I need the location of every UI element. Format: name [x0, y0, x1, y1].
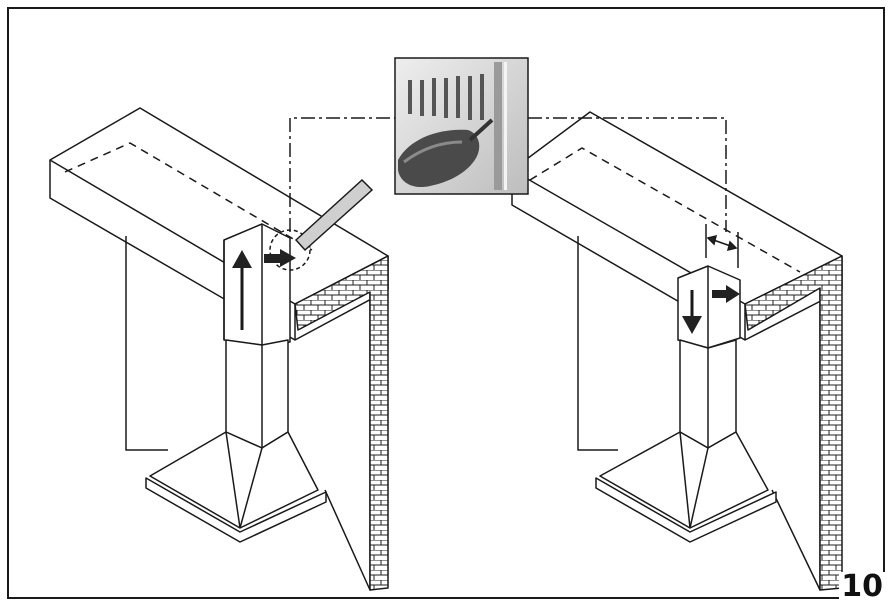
left-upper-chimney: [223, 223, 291, 346]
left-hood-base: [145, 477, 327, 543]
left-brick-wall: [294, 255, 389, 591]
down-arrow-icon: [682, 290, 702, 334]
figure-frame: [7, 7, 885, 599]
right-upper-chimney: [677, 265, 741, 349]
left-lower-chimney: [225, 339, 289, 449]
right-ceiling-slab: [511, 111, 843, 305]
right-scene: [511, 111, 843, 591]
left-slab-dashed-line: [64, 142, 313, 251]
right-slab-dashed-line: [529, 147, 801, 273]
right-brick-wall: [744, 255, 843, 591]
left-wall-panel: [125, 236, 168, 451]
gap-dimension-icon: [706, 234, 738, 252]
hand-shape: [398, 129, 480, 188]
leader-lines: [289, 117, 727, 232]
left-scene: [49, 107, 389, 591]
slot-row: [408, 74, 484, 120]
up-arrow-icon: [232, 250, 252, 330]
detail-photo: [394, 57, 529, 195]
right-hood-base: [595, 477, 777, 543]
figure-number: 10: [839, 569, 885, 604]
screwdriver-icon: [294, 178, 374, 252]
right-arrow-icon: [264, 249, 296, 267]
right-arrow-icon: [712, 285, 740, 303]
